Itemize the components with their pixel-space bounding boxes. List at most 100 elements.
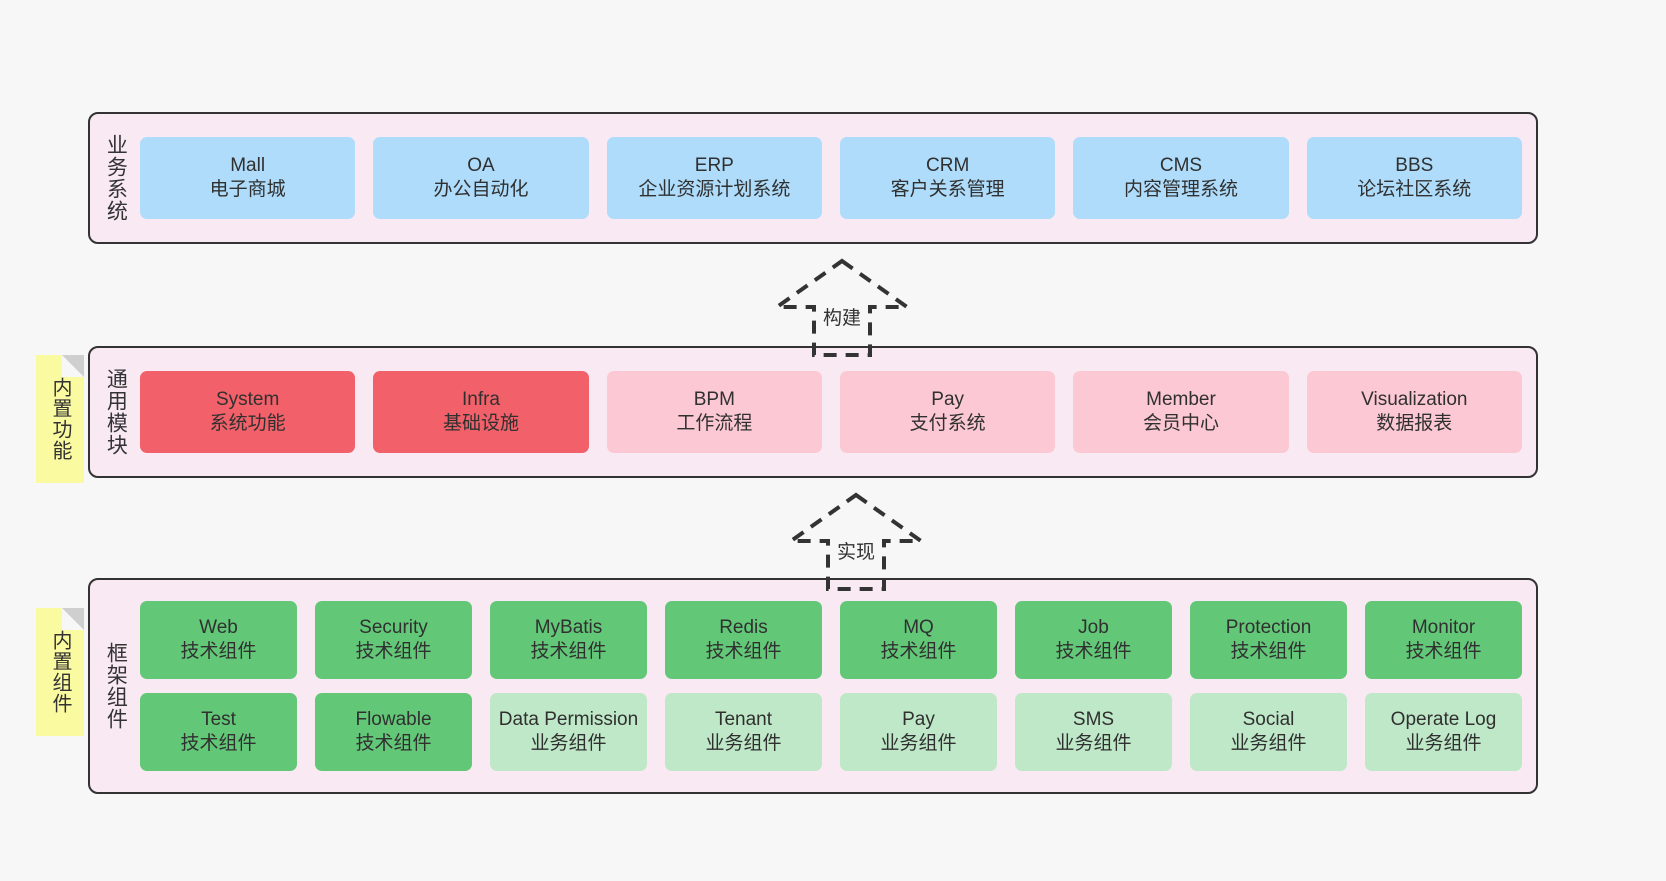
card-title-cn: 工作流程 bbox=[676, 413, 753, 434]
sticky-note-builtin-components: 内置组件 bbox=[36, 608, 84, 736]
card-title-en: Monitor bbox=[1411, 616, 1476, 638]
card-title-cn: 技术组件 bbox=[1405, 641, 1482, 662]
card-title-cn: 企业资源计划系统 bbox=[638, 179, 791, 200]
business-card-cms[interactable]: CMS 内容管理系统 bbox=[1073, 137, 1289, 219]
card-title-en: Redis bbox=[719, 616, 768, 638]
framework-card-flowable[interactable]: Flowable 技术组件 bbox=[315, 693, 472, 771]
framework-card-monitor[interactable]: Monitor 技术组件 bbox=[1365, 601, 1522, 679]
card-title-cn: 技术组件 bbox=[1230, 641, 1307, 662]
card-title-cn: 内容管理系统 bbox=[1123, 179, 1238, 200]
card-title-cn: 业务组件 bbox=[1405, 733, 1482, 754]
framework-card-protection[interactable]: Protection 技术组件 bbox=[1190, 601, 1347, 679]
card-title-cn: 论坛社区系统 bbox=[1357, 179, 1472, 200]
card-title-cn: 会员中心 bbox=[1142, 413, 1219, 434]
connector-build: 构建 bbox=[757, 255, 927, 360]
layer-label-framework-components: 框架组件 bbox=[104, 642, 128, 730]
card-title-cn: 办公自动化 bbox=[433, 179, 529, 200]
framework-card-mybatis[interactable]: MyBatis 技术组件 bbox=[490, 601, 647, 679]
card-title-cn: 技术组件 bbox=[880, 641, 957, 662]
card-title-en: CMS bbox=[1159, 154, 1203, 176]
card-title-en: System bbox=[215, 388, 280, 410]
card-title-cn: 数据报表 bbox=[1376, 413, 1453, 434]
card-title-en: Pay bbox=[931, 388, 965, 410]
business-card-bbs[interactable]: BBS 论坛社区系统 bbox=[1306, 137, 1522, 219]
card-title-en: ERP bbox=[694, 154, 734, 176]
card-title-cn: 客户关系管理 bbox=[890, 179, 1005, 200]
connector-build-arrow-icon bbox=[770, 258, 914, 357]
card-title-cn: 技术组件 bbox=[705, 641, 782, 662]
layer-label-common-modules: 通用模块 bbox=[104, 368, 128, 456]
card-title-en: SMS bbox=[1072, 708, 1115, 730]
card-title-cn: 业务组件 bbox=[530, 733, 607, 754]
card-title-cn: 支付系统 bbox=[909, 413, 986, 434]
card-title-en: BBS bbox=[1395, 154, 1434, 176]
business-card-mall[interactable]: Mall 电子商城 bbox=[140, 137, 356, 219]
card-title-en: MyBatis bbox=[534, 616, 603, 638]
framework-card-data-permission[interactable]: Data Permission 业务组件 bbox=[490, 693, 647, 771]
card-title-cn: 技术组件 bbox=[530, 641, 607, 662]
card-title-en: Protection bbox=[1225, 616, 1312, 638]
card-title-en: Mall bbox=[230, 154, 266, 176]
card-title-cn: 电子商城 bbox=[209, 179, 286, 200]
framework-card-mq[interactable]: MQ 技术组件 bbox=[840, 601, 997, 679]
card-title-en: Job bbox=[1078, 616, 1109, 638]
module-card-member[interactable]: Member 会员中心 bbox=[1073, 371, 1289, 453]
card-title-en: Security bbox=[359, 616, 428, 638]
connector-implement-arrow-icon bbox=[784, 492, 928, 591]
card-title-cn: 技术组件 bbox=[180, 641, 257, 662]
card-title-en: Infra bbox=[461, 388, 500, 410]
module-card-system[interactable]: System 系统功能 bbox=[140, 371, 356, 453]
card-title-en: Member bbox=[1146, 388, 1216, 410]
sticky-note-builtin-features: 内置功能 bbox=[36, 355, 84, 483]
framework-card-test[interactable]: Test 技术组件 bbox=[140, 693, 297, 771]
layer-label-business-systems: 业务系统 bbox=[104, 134, 128, 222]
card-title-cn: 业务组件 bbox=[1055, 733, 1132, 754]
card-title-cn: 业务组件 bbox=[880, 733, 957, 754]
card-title-en: Test bbox=[201, 708, 236, 730]
card-title-cn: 业务组件 bbox=[1230, 733, 1307, 754]
card-title-en: Web bbox=[199, 616, 238, 638]
card-title-cn: 系统功能 bbox=[209, 413, 286, 434]
card-title-cn: 技术组件 bbox=[180, 733, 257, 754]
business-card-oa[interactable]: OA 办公自动化 bbox=[373, 137, 589, 219]
card-title-en: OA bbox=[467, 154, 495, 176]
card-title-en: MQ bbox=[903, 616, 934, 638]
framework-card-social[interactable]: Social 业务组件 bbox=[1190, 693, 1347, 771]
framework-card-pay[interactable]: Pay 业务组件 bbox=[840, 693, 997, 771]
framework-card-web[interactable]: Web 技术组件 bbox=[140, 601, 297, 679]
business-card-erp[interactable]: ERP 企业资源计划系统 bbox=[606, 137, 822, 219]
card-title-en: Flowable bbox=[355, 708, 432, 730]
framework-card-redis[interactable]: Redis 技术组件 bbox=[665, 601, 822, 679]
sticky-note-builtin-features-label: 内置功能 bbox=[49, 377, 71, 461]
card-title-en: Pay bbox=[902, 708, 935, 730]
module-card-visualization[interactable]: Visualization 数据报表 bbox=[1306, 371, 1522, 453]
module-card-infra[interactable]: Infra 基础设施 bbox=[373, 371, 589, 453]
framework-card-row-2: Test 技术组件 Flowable 技术组件 Data Permission 业务组件 T… bbox=[140, 693, 1522, 771]
framework-card-sms[interactable]: SMS 业务组件 bbox=[1015, 693, 1172, 771]
module-card-pay[interactable]: Pay 支付系统 bbox=[839, 371, 1056, 453]
card-title-en: Data Permission bbox=[498, 708, 639, 730]
card-title-cn: 技术组件 bbox=[355, 641, 432, 662]
card-title-en: Social bbox=[1242, 708, 1295, 730]
framework-card-security[interactable]: Security 技术组件 bbox=[315, 601, 472, 679]
card-title-cn: 基础设施 bbox=[442, 413, 519, 434]
card-title-cn: 技术组件 bbox=[355, 733, 432, 754]
card-title-en: Visualization bbox=[1361, 388, 1468, 410]
card-title-en: Tenant bbox=[714, 708, 773, 730]
connector-implement: 实现 bbox=[771, 489, 941, 594]
